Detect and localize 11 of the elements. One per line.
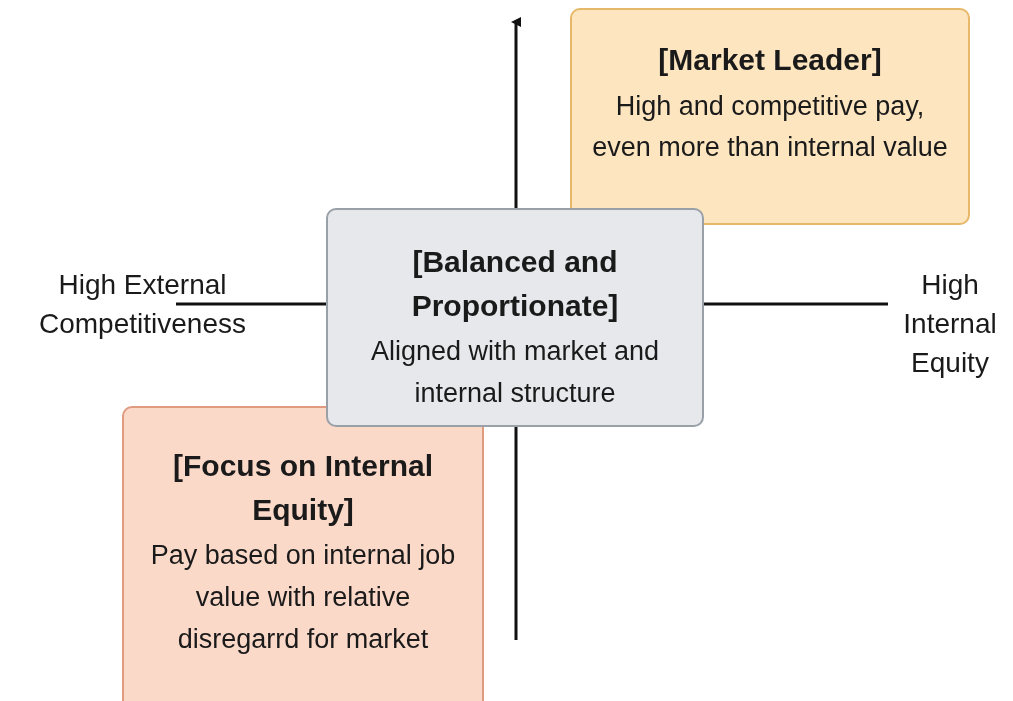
quadrant-box bbox=[122, 406, 484, 701]
box-description: High and competitive pay, even more than internal value bbox=[591, 89, 949, 165]
axis-label: High Internal Equity bbox=[902, 268, 998, 381]
box-heading: [Market Leader] bbox=[658, 42, 882, 78]
box-description: Pay based on internal job value with relative disregarrd for market bbox=[149, 539, 457, 656]
center-box bbox=[326, 208, 704, 427]
box-heading: [Focus on Internal Equity] bbox=[172, 448, 434, 528]
box-description: Aligned with market and internal structure bbox=[369, 335, 661, 410]
quadrant-box bbox=[570, 8, 970, 225]
box-heading: [Balanced and Proportionate] bbox=[410, 244, 620, 324]
axis-label: High External Competitiveness bbox=[38, 268, 247, 342]
